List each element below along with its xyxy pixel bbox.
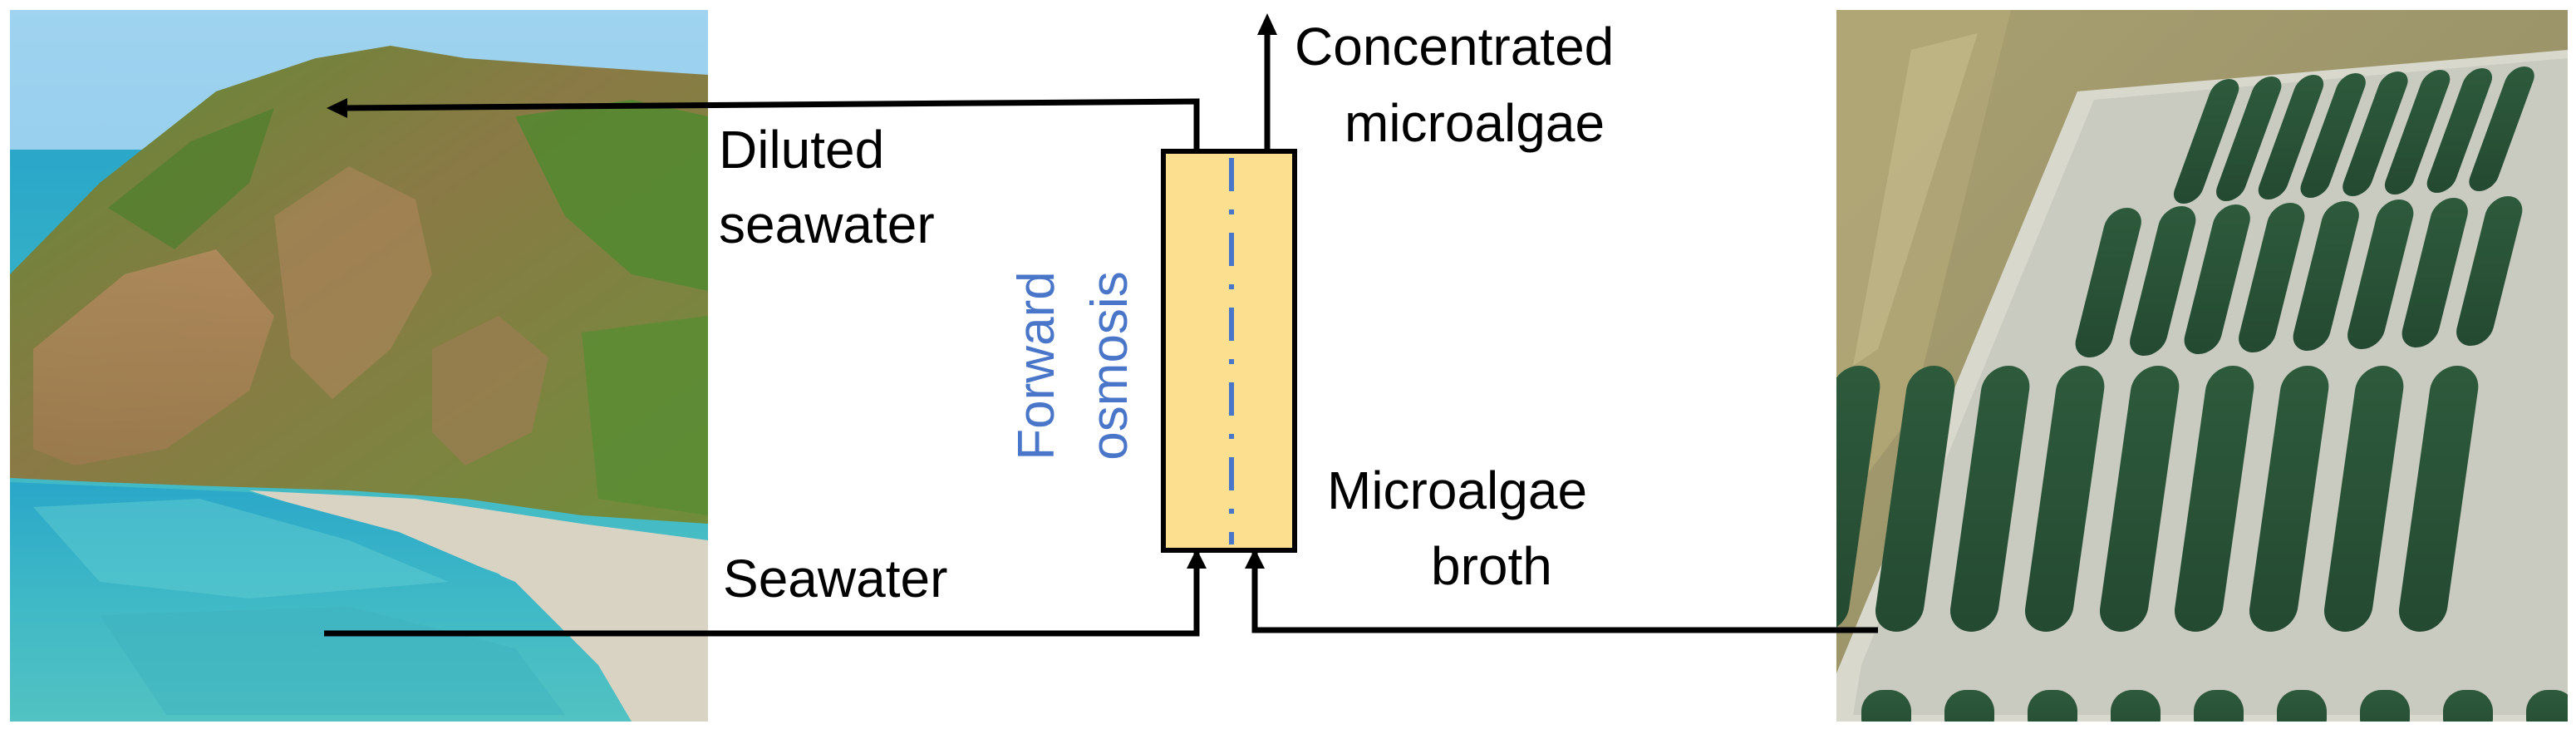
forward-osmosis-label-line1: Forward (1008, 271, 1065, 460)
seawater-arrowhead (1187, 549, 1207, 569)
diluted-arrowhead (327, 98, 347, 118)
diluted-label-line2: seawater (719, 195, 935, 254)
concentrated-label-line1: Concentrated (1295, 17, 1614, 76)
coastal-headland-photo (10, 10, 708, 722)
seawater-inlet-arrow (324, 553, 1200, 637)
broth-label-line2: broth (1431, 536, 1552, 596)
forward-osmosis-label-line2: osmosis (1081, 271, 1138, 460)
broth-label-line1: Microalgae (1327, 461, 1587, 520)
diluted-label-line1: Diluted (719, 120, 884, 180)
concentrated-arrowhead (1257, 13, 1277, 35)
concentrated-label-line2: microalgae (1345, 93, 1605, 153)
flow-arrows (324, 33, 1878, 637)
raceway-ponds-photo (1836, 10, 2568, 722)
forward-osmosis-label: Forward osmosis (1008, 271, 1138, 460)
microalgae-broth-inlet-arrow (1251, 553, 1878, 633)
arrow-heads (327, 13, 1277, 569)
seawater-label: Seawater (723, 549, 947, 608)
broth-arrowhead (1245, 549, 1265, 569)
diluted-seawater-arrow (340, 98, 1200, 151)
